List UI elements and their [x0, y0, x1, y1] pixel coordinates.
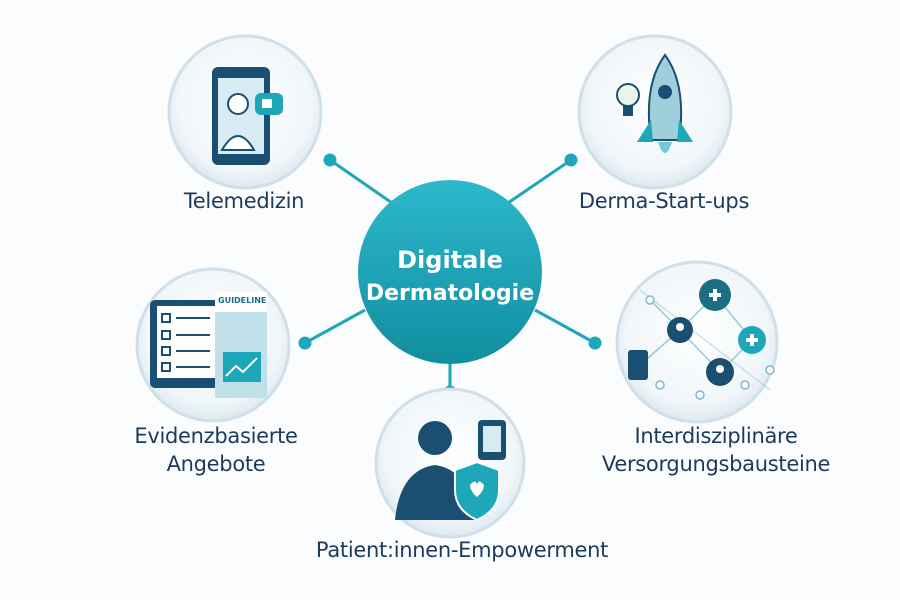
node-label-line: Angebote [166, 452, 266, 476]
guideline-badge: GUIDELINE [218, 296, 267, 305]
node-label-empowerment: Patient:innen-Empowerment [315, 538, 609, 562]
node-label-evidenzbasierte: Evidenzbasierte Angebote [134, 422, 298, 478]
node-label-versorgung: Interdisziplinäre Versorgungsbausteine [601, 422, 831, 478]
node-label-line: Interdisziplinäre [634, 424, 798, 448]
node-label-telemedizin: Telemedizin [183, 189, 305, 213]
rocket-lightbulb-icon [616, 53, 693, 153]
patient-shield-icon [395, 420, 506, 522]
tablet-checklist-guideline-icon [150, 292, 267, 398]
center-title-line2: Dermatologie [365, 281, 535, 306]
smartphone-doctor-video-icon [212, 67, 283, 165]
center-title-line1: Digitale [397, 246, 503, 274]
center-node [358, 180, 542, 364]
node-label-line: Versorgungsbausteine [601, 452, 831, 476]
center-title: Digitale Dermatologie [366, 243, 534, 311]
node-label-derma-startups: Derma-Start-ups [578, 189, 750, 213]
care-network-icon [628, 279, 775, 400]
node-label-line: Evidenzbasierte [134, 424, 298, 448]
